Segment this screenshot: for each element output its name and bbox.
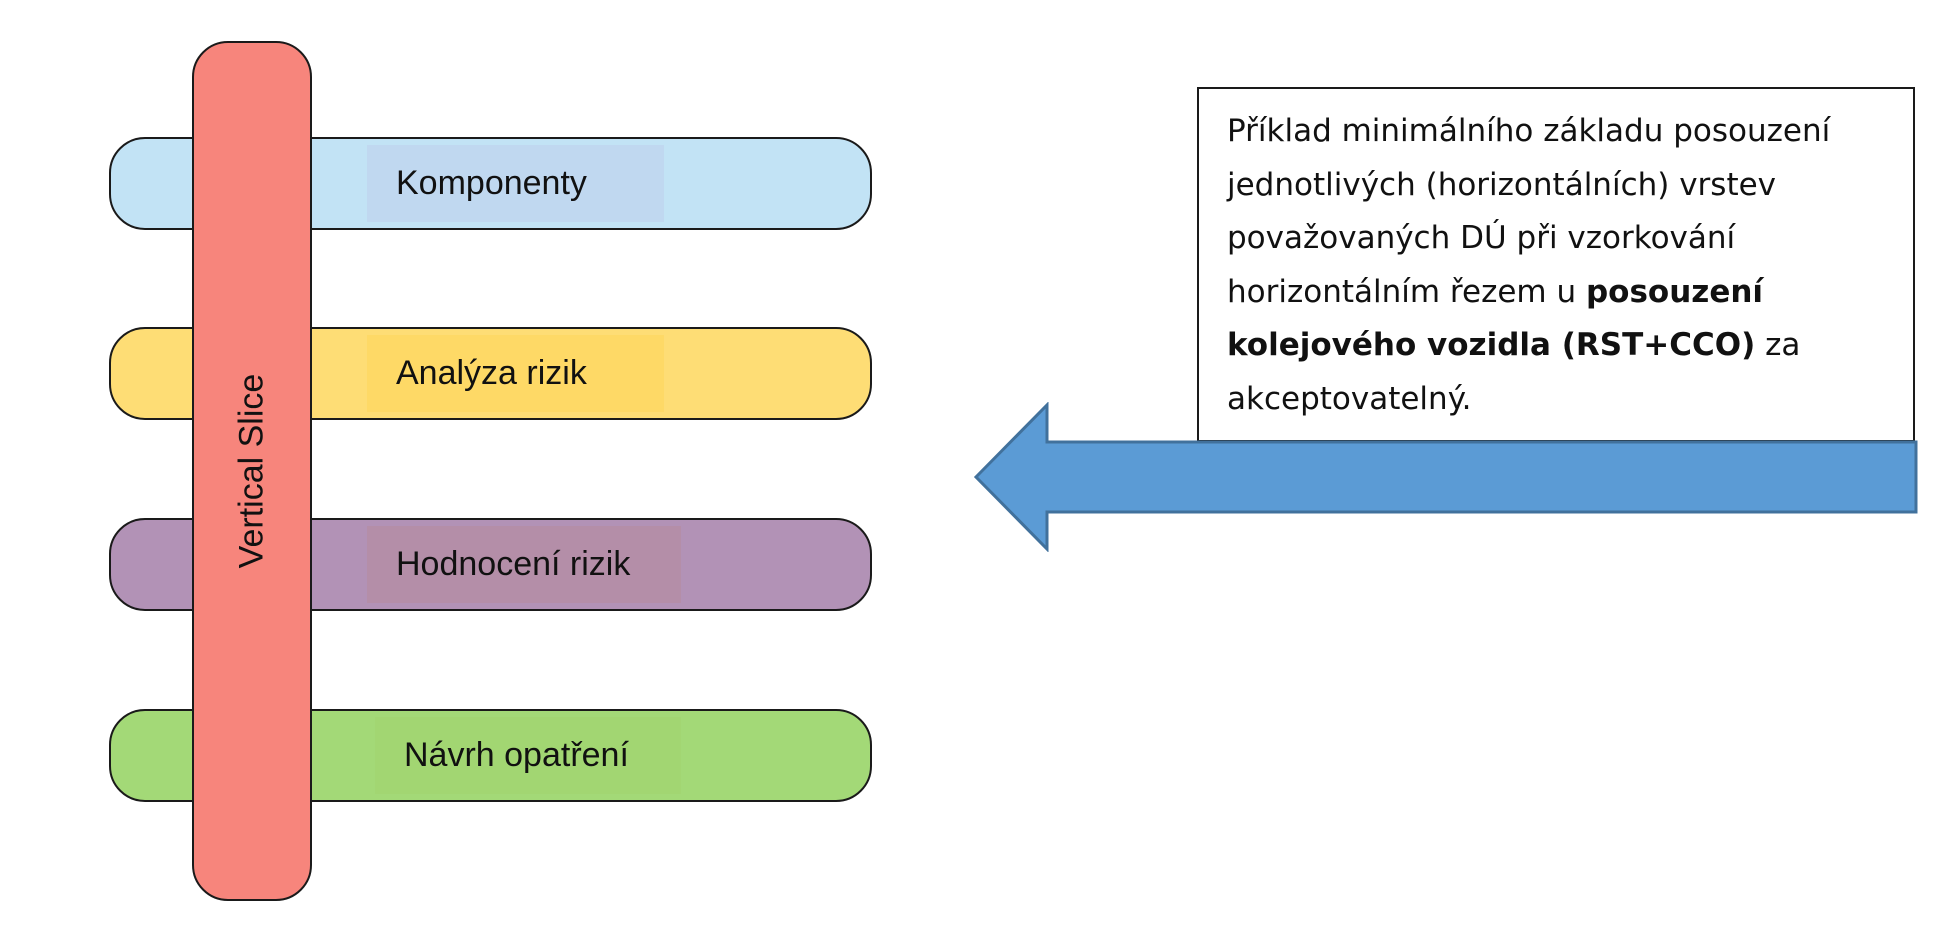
left-arrow-shape (974, 402, 1918, 552)
layer-label-navrh-opatreni: Návrh opatření (375, 717, 681, 794)
callout-text-bold: posouzení kolejového vozidla (RST+CCO) (1227, 273, 1764, 364)
left-arrow-icon (974, 402, 1918, 552)
callout-text-start: Příklad minimálního základu posouzení je… (1227, 113, 1831, 310)
layer-label-komponenty: Komponenty (367, 145, 664, 222)
layer-navrh-opatreni: Návrh opatření (109, 709, 872, 802)
vertical-slice-bar: Vertical Slice (192, 41, 312, 901)
layer-label-hodnoceni-rizik: Hodnocení rizik (367, 526, 681, 603)
callout-text-end: za akceptovatelný. (1227, 327, 1801, 417)
layer-label-analyza-rizik: Analýza rizik (367, 335, 664, 412)
callout-textbox: Příklad minimálního základu posouzení je… (1197, 87, 1915, 442)
vertical-slice-label: Vertical Slice (232, 373, 271, 569)
